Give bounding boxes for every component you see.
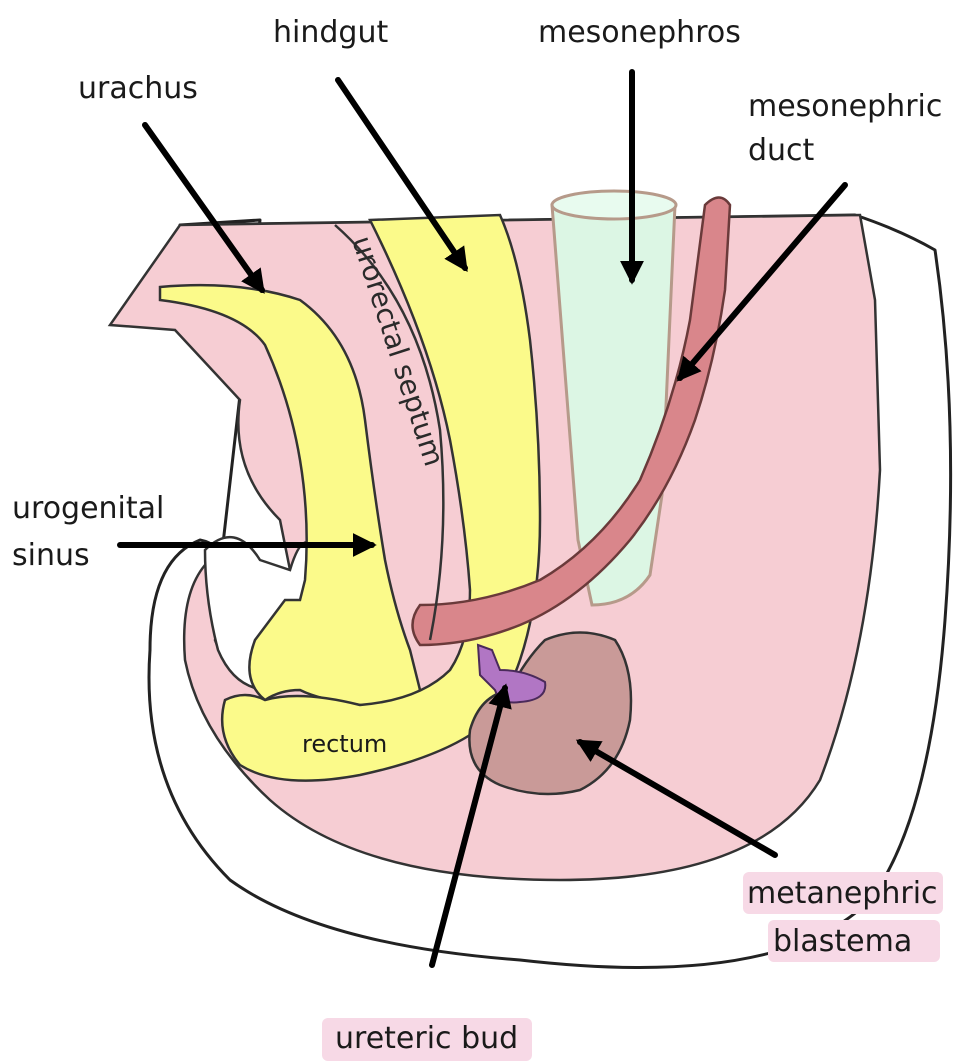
label-urachus: urachus — [78, 71, 198, 106]
label-rectum: rectum — [302, 730, 387, 758]
mesonephros-top — [552, 191, 676, 219]
label-hindgut: hindgut — [273, 15, 388, 50]
label-mesonephric-duct-2: duct — [748, 133, 815, 168]
label-mesonephros: mesonephros — [538, 15, 741, 50]
label-urogenital-sinus-1: urogenital — [12, 491, 164, 526]
label-ureteric-bud: ureteric bud — [335, 1021, 518, 1056]
label-metanephric-blastema-1: metanephric — [747, 876, 938, 911]
label-urogenital-sinus-2: sinus — [12, 538, 90, 573]
label-metanephric-blastema-2: blastema — [773, 924, 912, 959]
label-mesonephric-duct-1: mesonephric — [748, 89, 942, 124]
